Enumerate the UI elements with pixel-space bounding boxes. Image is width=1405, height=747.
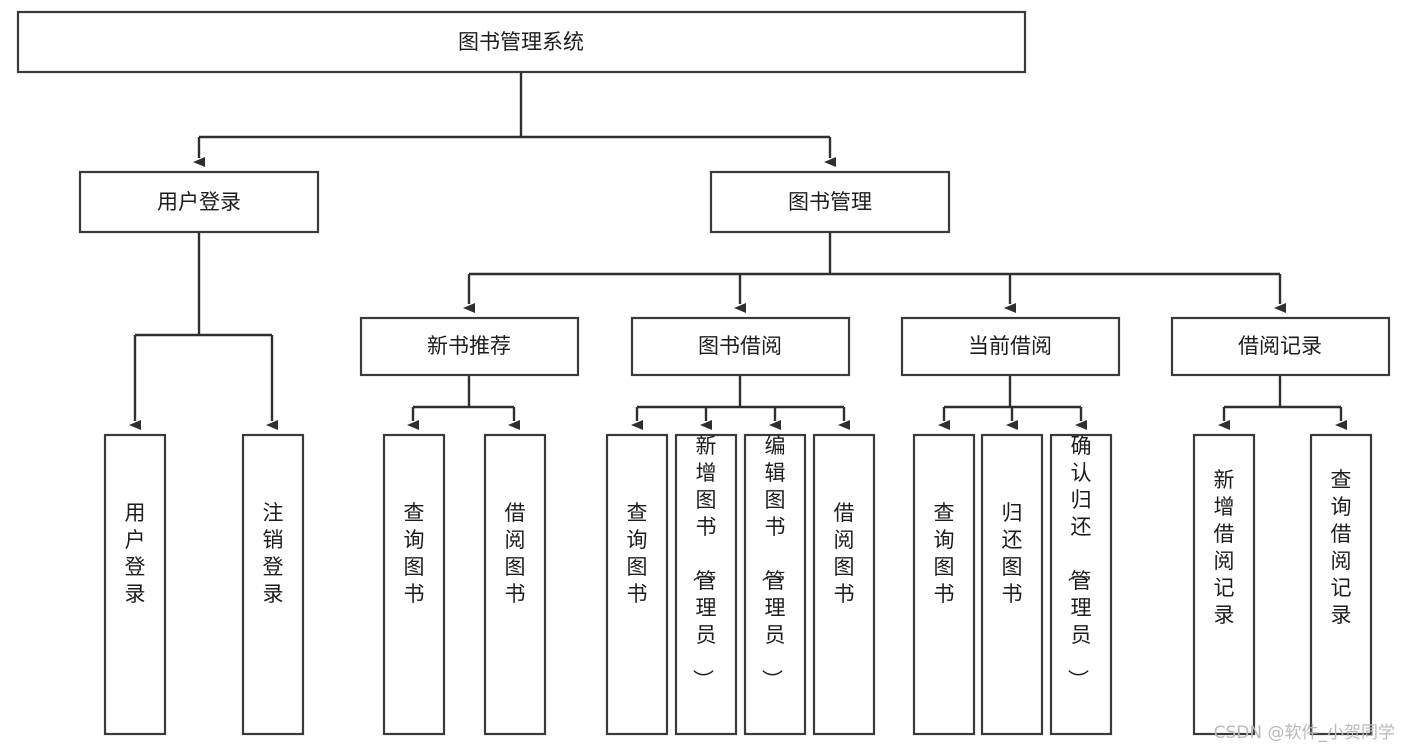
leaf-box[interactable] [241,433,305,736]
node-new-book-recommend-box[interactable] [359,316,580,377]
leaf-book-borrow-query-book[interactable]: 查询图书 [605,433,669,736]
leaf-box[interactable] [382,433,446,736]
edge-group-borrow-record-to-leaves [1218,375,1347,430]
node-user-login-box[interactable] [78,170,320,234]
node-user-login[interactable]: 用户登录 [78,170,320,234]
leaf-borrow-record-query-record[interactable]: 查询借阅记录 [1309,433,1373,736]
node-new-book-recommend-label: 新书推荐 [427,334,511,358]
node-current-borrow-label: 当前借阅 [968,334,1052,358]
edge-group-user-login-to-leaves [129,232,278,430]
node-root-book-management-system[interactable]: 图书管理系统 [16,10,1027,74]
leaf-label: 查询图书 [627,501,648,606]
leaf-label: 归还图书 [1002,501,1023,606]
node-current-borrow-box[interactable] [900,316,1121,377]
node-user-login-label: 用户登录 [157,190,241,214]
csdn-watermark: CSDN @软件_小贺同学 [1213,723,1395,743]
node-book-borrow-box[interactable] [630,316,851,377]
leaf-box[interactable] [980,433,1044,736]
leaf-box[interactable] [1049,433,1113,736]
leaf-label: 借阅图书 [505,501,526,606]
leaf-box[interactable] [812,433,876,736]
leaf-user-login-logout[interactable]: 注销登录 [241,433,305,736]
node-new-book-recommend[interactable]: 新书推荐 [359,316,580,377]
leaf-current-borrow-return-book[interactable]: 归还图书 [980,433,1044,736]
leaf-box[interactable] [1309,433,1373,736]
node-book-borrow-label: 图书借阅 [698,334,782,358]
leaf-box[interactable] [605,433,669,736]
leaf-box[interactable] [1192,433,1256,736]
leaf-label: 查询借阅记录 [1331,468,1352,627]
edge-group-book-manage-to-level3 [463,232,1286,313]
leaf-box[interactable] [674,433,738,736]
node-book-management-label: 图书管理 [788,190,872,214]
node-borrow-record-label: 借阅记录 [1238,334,1322,358]
edge-group-new-book-to-leaves [407,375,520,430]
node-book-management-box[interactable] [709,170,951,234]
leaf-borrow-record-add-record[interactable]: 新增借阅记录 [1192,433,1256,736]
leaf-label: 新增图书（管理员） [691,434,717,690]
leaf-label: 新增借阅记录 [1214,468,1235,627]
leaf-label: 编辑图书（管理员） [760,434,786,690]
edge-group-current-borrow-to-leaves [938,375,1087,430]
leaf-label: 借阅图书 [834,501,855,606]
leaf-book-borrow-borrow-book[interactable]: 借阅图书 [812,433,876,736]
leaf-label: 查询图书 [934,501,955,606]
leaf-label: 查询图书 [404,501,425,606]
edge-group-root-to-level2 [193,72,836,167]
leaf-book-borrow-edit-book-admin[interactable]: 编辑图书（管理员） [743,433,807,736]
leaf-current-borrow-confirm-return-admin[interactable]: 确认归还（管理员） [1049,433,1113,736]
node-book-borrow[interactable]: 图书借阅 [630,316,851,377]
node-book-management[interactable]: 图书管理 [709,170,951,234]
node-borrow-record-box[interactable] [1170,316,1391,377]
node-root-box[interactable] [16,10,1027,74]
leaf-user-login-login[interactable]: 用户登录 [103,433,167,736]
leaf-box[interactable] [743,433,807,736]
leaf-box[interactable] [103,433,167,736]
leaf-label: 注销登录 [263,501,284,606]
node-borrow-record[interactable]: 借阅记录 [1170,316,1391,377]
leaf-book-borrow-add-book-admin[interactable]: 新增图书（管理员） [674,433,738,736]
leaf-label: 确认归还（管理员） [1066,434,1092,690]
leaf-current-borrow-query-book[interactable]: 查询图书 [912,433,976,736]
leaf-box[interactable] [912,433,976,736]
leaf-label: 用户登录 [125,501,146,606]
leaf-box[interactable] [483,433,547,736]
edge-group-book-borrow-to-leaves [631,375,850,430]
node-current-borrow[interactable]: 当前借阅 [900,316,1121,377]
leaf-new-book-borrow-book[interactable]: 借阅图书 [483,433,547,736]
node-root-label: 图书管理系统 [458,30,584,54]
leaf-new-book-query-book[interactable]: 查询图书 [382,433,446,736]
